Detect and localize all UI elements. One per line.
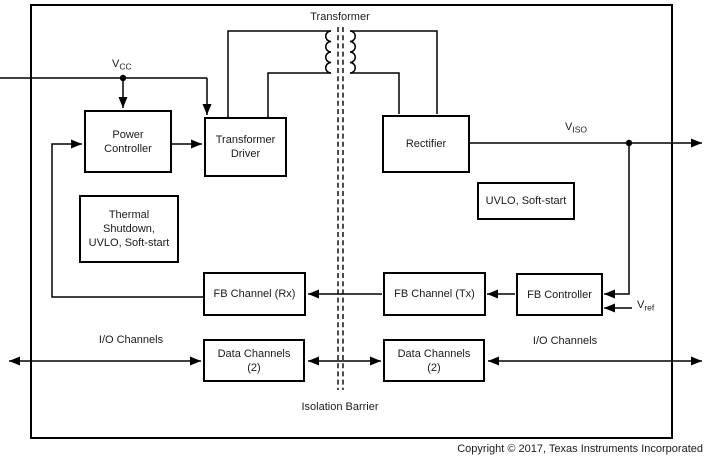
isolation-barrier-label: Isolation Barrier	[301, 401, 379, 413]
transformer-driver-label: Driver	[230, 148, 261, 160]
fb-channel-rx-label: FB Channel (Rx)	[213, 288, 296, 300]
ic-boundary-box	[30, 4, 673, 439]
viso-subscript: ISO	[572, 124, 587, 135]
copyright-notice: Copyright © 2017, Texas Instruments Inco…	[457, 443, 703, 455]
transformer-title: Transformer	[310, 11, 370, 23]
power-controller-label: Power	[112, 128, 144, 141]
wire-secondary-top-to-rectifier	[350, 30, 438, 114]
transformer-secondary-coil	[349, 30, 356, 74]
data-channels-left-block: Data Channels (2)	[203, 339, 305, 382]
thermal-shutdown-label: Thermal	[108, 209, 150, 221]
power-controller-block: Power Controller	[84, 110, 172, 173]
data-channels-right-label: Data Channels	[397, 347, 471, 360]
fb-controller-label: FB Controller	[527, 288, 592, 301]
io-channels-left-label: I/O Channels	[98, 334, 164, 346]
data-channels-left-label: Data Channels	[217, 347, 291, 360]
fb-controller-block: FB Controller	[516, 273, 603, 316]
fb-channel-rx-block: FB Channel (Rx)	[203, 272, 306, 316]
data-channels-right-block: Data Channels (2)	[383, 339, 485, 382]
viso-base: V	[565, 121, 573, 133]
vcc-label: VCC	[112, 58, 132, 71]
vcc-subscript: CC	[119, 61, 132, 72]
thermal-shutdown-block: Thermal Shutdown, UVLO, Soft-start	[79, 195, 179, 263]
rectifier-label: Rectifier	[405, 138, 447, 150]
transformer-driver-label: Transformer	[215, 134, 276, 146]
fb-channel-tx-label: FB Channel (Tx)	[394, 288, 475, 300]
wire-secondary-bottom-to-rectifier	[350, 72, 400, 114]
rectifier-block: Rectifier	[382, 115, 470, 173]
fb-channel-tx-block: FB Channel (Tx)	[383, 272, 486, 316]
vcc-junction-dot	[119, 74, 127, 82]
vcc-base: V	[112, 58, 120, 70]
wire-driver-to-primary-bottom	[267, 72, 331, 117]
viso-label: VISO	[565, 121, 587, 134]
viso-junction-dot	[625, 139, 633, 147]
uvlo-soft-start-label: UVLO, Soft-start	[485, 195, 567, 207]
uvlo-soft-start-block: UVLO, Soft-start	[477, 182, 575, 220]
transformer-driver-block: Transformer Driver	[204, 117, 287, 177]
power-controller-label: Controller	[104, 142, 152, 155]
wire-viso-to-fb-controller	[604, 143, 630, 299]
vref-label: Vref	[637, 299, 654, 312]
thermal-shutdown-label: UVLO, Soft-start	[88, 237, 170, 249]
wire-driver-to-primary-top	[227, 30, 331, 117]
transformer-primary-coil	[325, 30, 332, 74]
io-channels-right-label: I/O Channels	[532, 335, 598, 347]
vref-subscript: ref	[644, 302, 655, 313]
wire-fb-rx-to-power-controller	[51, 139, 203, 298]
vref-base: V	[637, 299, 645, 311]
data-channels-left-label: (2)	[247, 361, 261, 374]
data-channels-right-label: (2)	[427, 361, 441, 374]
thermal-shutdown-label: Shutdown,	[103, 223, 155, 235]
